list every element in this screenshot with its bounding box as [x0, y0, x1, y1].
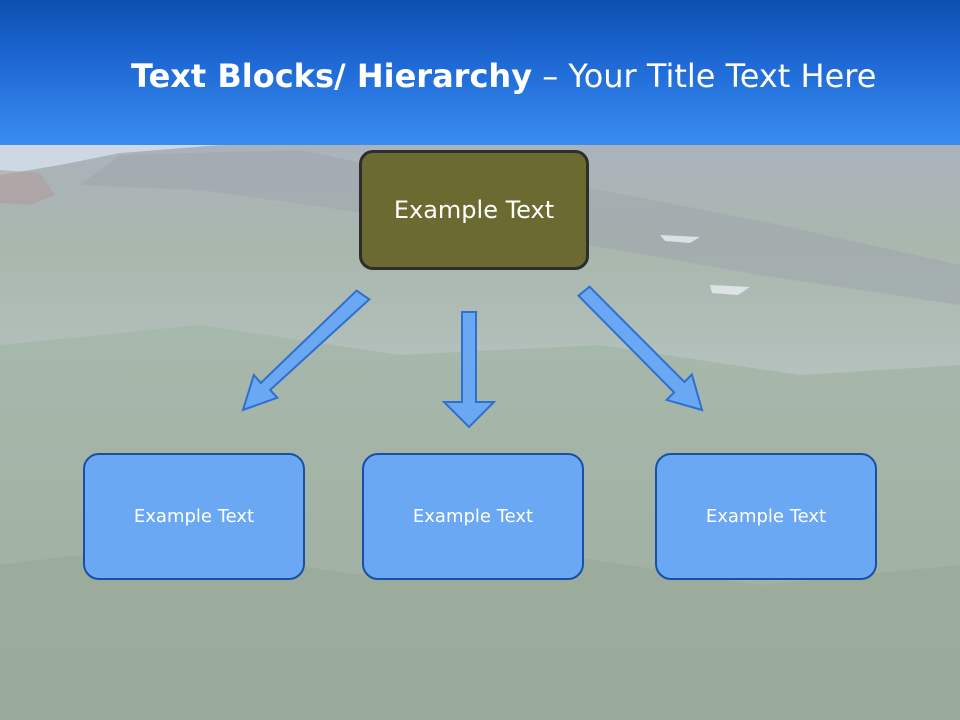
child-node-label-left: Example Text — [133, 506, 255, 527]
child-node-box-left: Example Text — [83, 453, 305, 580]
slide-title-bold: Text Blocks/ Hierarchy — [131, 57, 533, 95]
child-node-box-center: Example Text — [362, 453, 584, 580]
top-node-box: Example Text — [359, 150, 589, 270]
child-node-label-center: Example Text — [412, 506, 534, 527]
slide-title-separator: – — [532, 57, 569, 95]
child-node-label-right: Example Text — [705, 506, 827, 527]
slide-title: Text Blocks/ Hierarchy – Your Title Text… — [131, 52, 931, 100]
child-node-box-right: Example Text — [655, 453, 877, 580]
slide-title-rest: Your Title Text Here — [568, 57, 877, 95]
top-node-label: Example Text — [393, 196, 555, 224]
title-bar: Text Blocks/ Hierarchy – Your Title Text… — [0, 0, 960, 145]
